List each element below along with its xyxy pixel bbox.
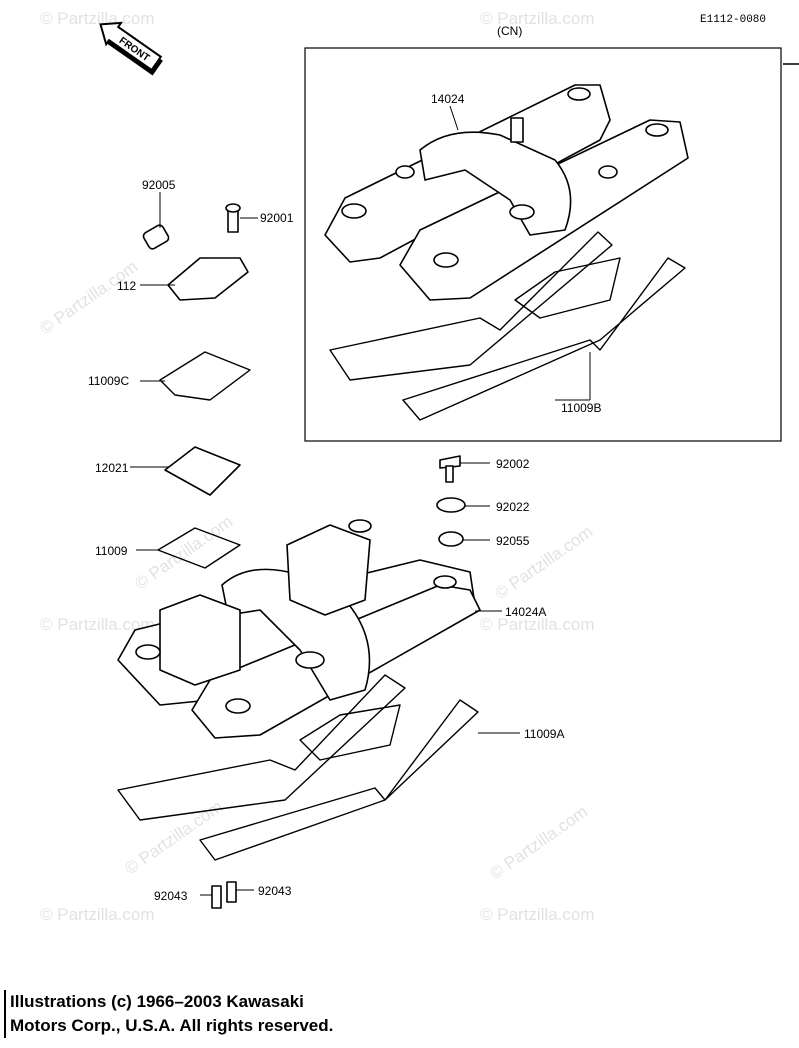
- cylinder-head-cover-cn: [324, 84, 689, 301]
- front-arrow-icon: FRONT: [99, 21, 163, 76]
- copyright-line-1: Illustrations (c) 1966–2003 Kawasaki: [10, 992, 304, 1011]
- part-label: 92001: [260, 211, 294, 225]
- watermark: © Partzilla.com: [480, 905, 595, 924]
- part-label: 12021: [95, 461, 129, 475]
- part-label: 92055: [496, 534, 530, 548]
- part-label: 92043: [154, 889, 188, 903]
- gasket-main: [117, 674, 479, 861]
- part-label: 11009A: [524, 727, 564, 741]
- part-label: 11009B: [561, 401, 601, 415]
- watermark: © Partzilla.com: [131, 512, 236, 593]
- bolt-92002: [439, 455, 461, 483]
- dowel-pin: [211, 885, 222, 909]
- copyright-line-2: Motors Corp., U.S.A. All rights reserved…: [10, 1016, 334, 1035]
- reed-valve-plate: [164, 446, 241, 496]
- watermark: © Partzilla.com: [486, 802, 591, 883]
- part-label: 92002: [496, 457, 530, 471]
- cn-region-label: (CN): [497, 24, 522, 38]
- copyright-notice: Illustrations (c) 1966–2003 Kawasaki Mot…: [4, 990, 430, 1038]
- part-label: 92022: [496, 500, 530, 514]
- part-labels: 14024 92005 92001 112 11009C 11009B 1202…: [88, 92, 601, 903]
- part-label: 92005: [142, 178, 176, 192]
- cn-region-box: [304, 47, 782, 442]
- watermark: © Partzilla.com: [121, 797, 226, 878]
- cylinder-head-cover: [117, 519, 481, 739]
- breather-assembly: [142, 203, 249, 301]
- watermark: © Partzilla.com: [480, 9, 595, 28]
- part-label: 112: [117, 279, 136, 293]
- part-label: 92043: [258, 884, 292, 898]
- grommet-92055: [438, 531, 464, 547]
- washer-92022: [436, 497, 466, 513]
- part-label: 11009: [95, 544, 128, 558]
- watermark: © Partzilla.com: [36, 257, 141, 338]
- dowel-pin: [226, 881, 237, 903]
- gasket-11009: [157, 527, 241, 569]
- leader-lines: [130, 105, 591, 896]
- part-label: 14024: [431, 92, 465, 106]
- watermark: © Partzilla.com: [40, 615, 155, 634]
- diagram-code: E1112-0080: [700, 14, 766, 26]
- part-label: 14024A: [505, 605, 546, 619]
- gasket-cn: [329, 231, 686, 421]
- watermark: © Partzilla.com: [40, 9, 155, 28]
- part-label: 11009C: [88, 374, 129, 388]
- gasket-11009c: [159, 351, 251, 401]
- watermark: © Partzilla.com: [40, 905, 155, 924]
- watermark: © Partzilla.com: [480, 615, 595, 634]
